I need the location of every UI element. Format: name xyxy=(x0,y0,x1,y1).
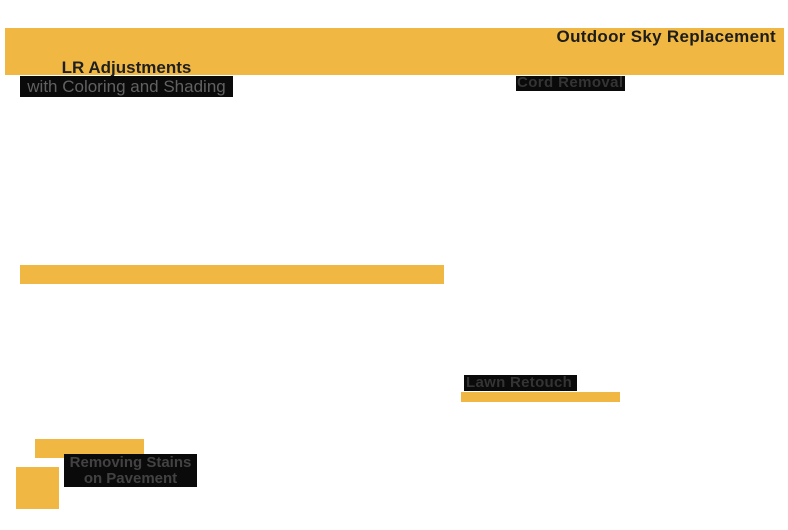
bottom-left-accent-bar xyxy=(35,439,144,458)
cord-removal-highlight-box xyxy=(516,76,625,91)
heading-lr-adjustments-line1[interactable]: LR Adjustments xyxy=(61,58,192,77)
lawn-retouch-underline-bar xyxy=(461,392,620,402)
heading-removing-stains[interactable]: Removing Stains on Pavement xyxy=(64,454,197,487)
lawn-retouch-highlight-box xyxy=(464,375,577,391)
heading-removing-stains-line2: on Pavement xyxy=(83,470,178,487)
middle-accent-bar xyxy=(20,265,444,284)
heading-lawn-retouch[interactable]: Lawn Retouch xyxy=(466,374,573,391)
banner-title-outdoor-sky-replacement[interactable]: Outdoor Sky Replacement xyxy=(556,27,776,46)
bottom-left-accent-square xyxy=(16,467,59,509)
heading-lr-adjustments-line2[interactable]: with Coloring and Shading xyxy=(20,76,233,97)
heading-removing-stains-line1: Removing Stains xyxy=(69,454,192,471)
heading-cord-removal[interactable]: Cord Removal xyxy=(517,74,624,91)
top-accent-banner xyxy=(5,28,784,75)
